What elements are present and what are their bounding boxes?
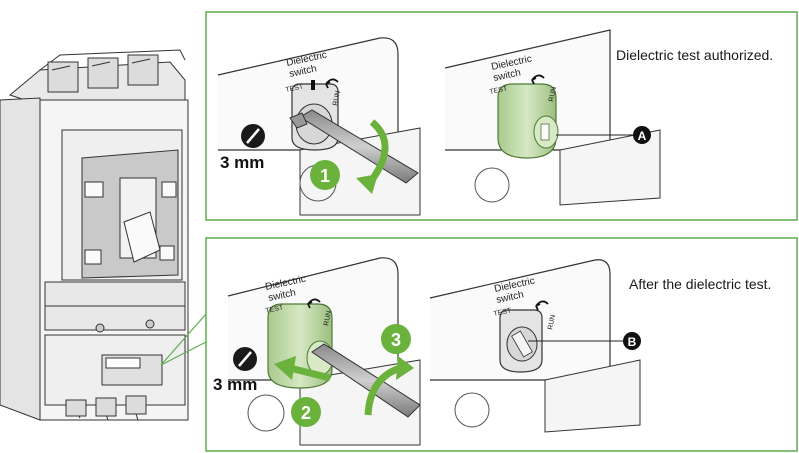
step-2-badge: 2 xyxy=(291,397,321,427)
return-arrow-icon xyxy=(307,298,321,309)
tool-size-label: 3 mm xyxy=(213,375,257,394)
rotate-arrow-icon xyxy=(364,364,402,416)
step-number: 1 xyxy=(320,166,330,186)
tool-diameter-symbol: 3 mm xyxy=(213,347,257,394)
tool-size-label: 3 mm xyxy=(220,153,264,172)
circuit-breaker-illustration xyxy=(0,49,189,421)
bottom-right-view: Dielectric switch TEST RUN B xyxy=(429,259,641,433)
top-left-view: Dielectric switch TEST RUN xyxy=(217,37,421,216)
step-number: 2 xyxy=(301,403,311,423)
position-run-label: RUN xyxy=(323,310,333,326)
zoom-connector-line xyxy=(160,341,207,366)
step-3-badge: 3 xyxy=(381,324,411,354)
position-test-label: TEST xyxy=(489,85,509,96)
position-run-label: RUN xyxy=(332,90,342,106)
top-right-view: Dielectric switch TEST RUN A xyxy=(444,29,661,206)
callout-a-marker xyxy=(633,126,651,144)
return-arrow-icon xyxy=(535,300,549,311)
bottom-left-view: Dielectric switch TEST RUN xyxy=(227,257,421,446)
position-run-label: RUN xyxy=(547,314,557,330)
position-test-label: TEST xyxy=(285,83,305,94)
caption-after-test: After the dielectric test. xyxy=(629,276,772,292)
tool-diameter-symbol: 3 mm xyxy=(220,124,265,172)
callout-b-label: B xyxy=(628,335,637,349)
pull-arrow-icon xyxy=(289,364,331,382)
callout-b-marker xyxy=(623,332,641,350)
caption-test-authorized: Dielectric test authorized. xyxy=(616,47,774,63)
return-arrow-icon xyxy=(531,74,545,85)
return-arrow-icon xyxy=(325,78,339,89)
step-1-badge: 1 xyxy=(310,160,340,190)
zoom-connector-line xyxy=(160,313,207,366)
position-run-label: RUN xyxy=(548,86,558,102)
position-test-label: TEST xyxy=(493,307,513,318)
callout-a-label: A xyxy=(638,129,647,143)
position-test-label: TEST xyxy=(265,304,285,315)
step-number: 3 xyxy=(391,330,401,350)
